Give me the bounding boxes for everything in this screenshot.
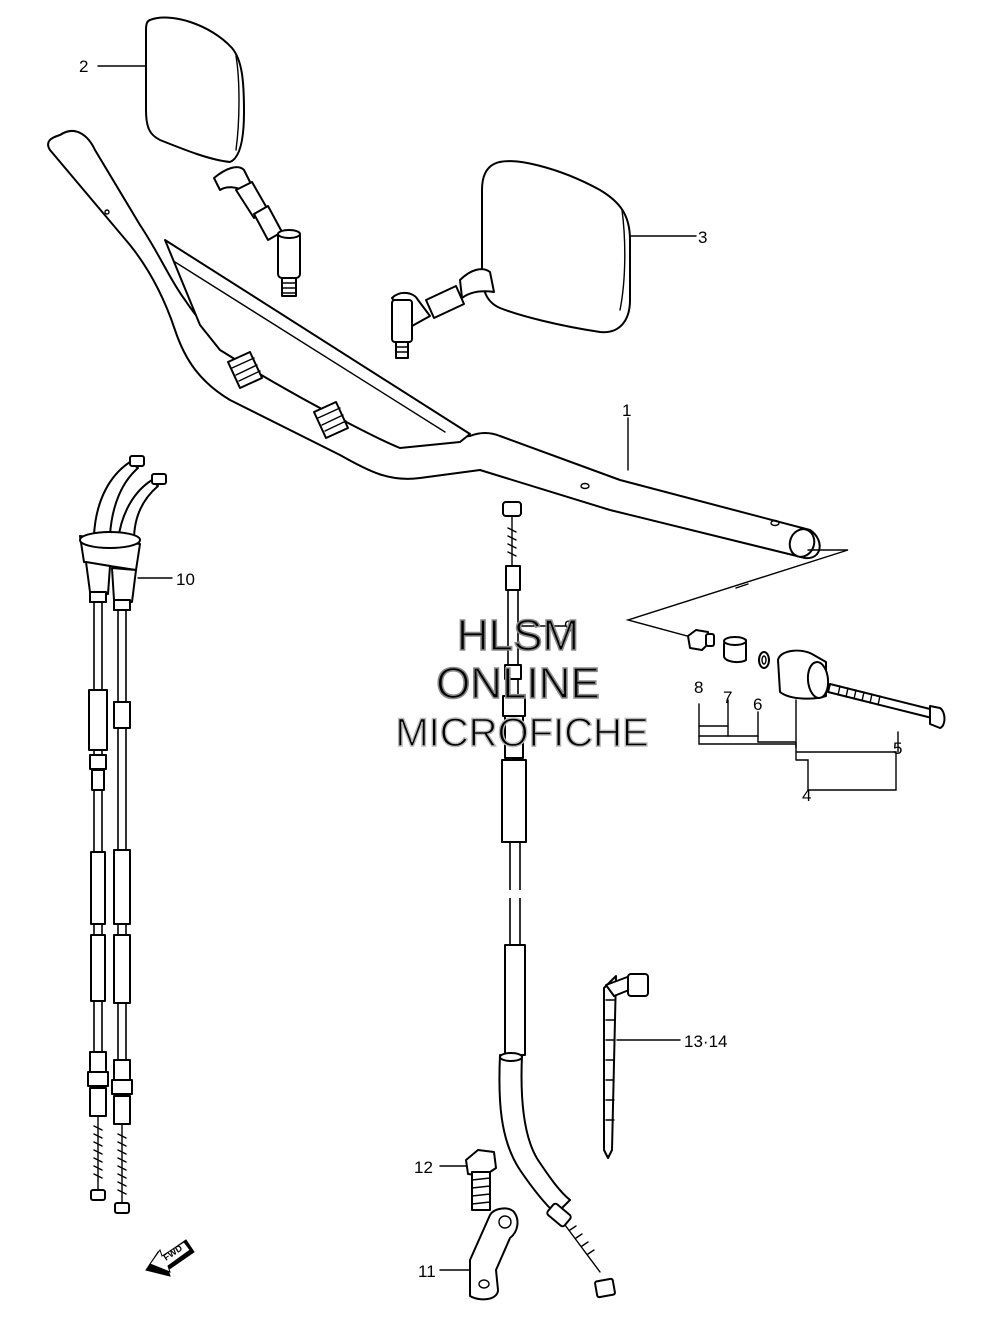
washer-part-6[interactable]	[758, 651, 770, 669]
fwd-arrow-icon: FWD	[145, 1239, 195, 1277]
handlebar-part[interactable]	[47, 130, 821, 560]
callout-8: 8	[694, 678, 703, 697]
bolt-part[interactable]	[465, 1149, 497, 1211]
knurled-band-left	[227, 351, 263, 389]
callout-13-14: 13·14	[684, 1032, 727, 1051]
clutch-cable-part[interactable]	[498, 501, 616, 1299]
cable-tie-part[interactable]	[603, 973, 649, 1159]
weight-part-4[interactable]	[777, 649, 830, 700]
callout-3: 3	[698, 228, 707, 247]
callout-2: 2	[79, 57, 88, 76]
callout-1: 1	[622, 401, 631, 420]
bar-end-assembly[interactable]	[625, 549, 946, 791]
callout-6: 6	[753, 695, 762, 714]
knurled-band-right	[313, 401, 349, 439]
throttle-cables-part[interactable]	[79, 455, 167, 1214]
leader-lines	[97, 65, 899, 1271]
spacer-part-7[interactable]	[723, 636, 747, 664]
watermark-line-1: HLSM	[457, 611, 579, 660]
right-mirror-part[interactable]	[391, 160, 631, 359]
callout-9: 9	[564, 617, 573, 636]
watermark-line-2: ONLINE	[436, 659, 600, 708]
callout-5: 5	[893, 739, 902, 758]
callout-11: 11	[418, 1262, 436, 1281]
nut-part-8[interactable]	[687, 629, 715, 651]
watermark-line-3: MICROFICHE	[395, 711, 648, 755]
callout-12: 12	[414, 1158, 433, 1177]
screw-part-5[interactable]	[827, 683, 946, 729]
watermark: HLSM ONLINE MICROFICHE	[395, 610, 650, 756]
callout-4: 4	[802, 786, 811, 805]
callout-10: 10	[176, 570, 195, 589]
left-mirror-part[interactable]	[145, 16, 301, 297]
callout-7: 7	[723, 688, 732, 707]
clamp-part[interactable]	[469, 1207, 519, 1301]
